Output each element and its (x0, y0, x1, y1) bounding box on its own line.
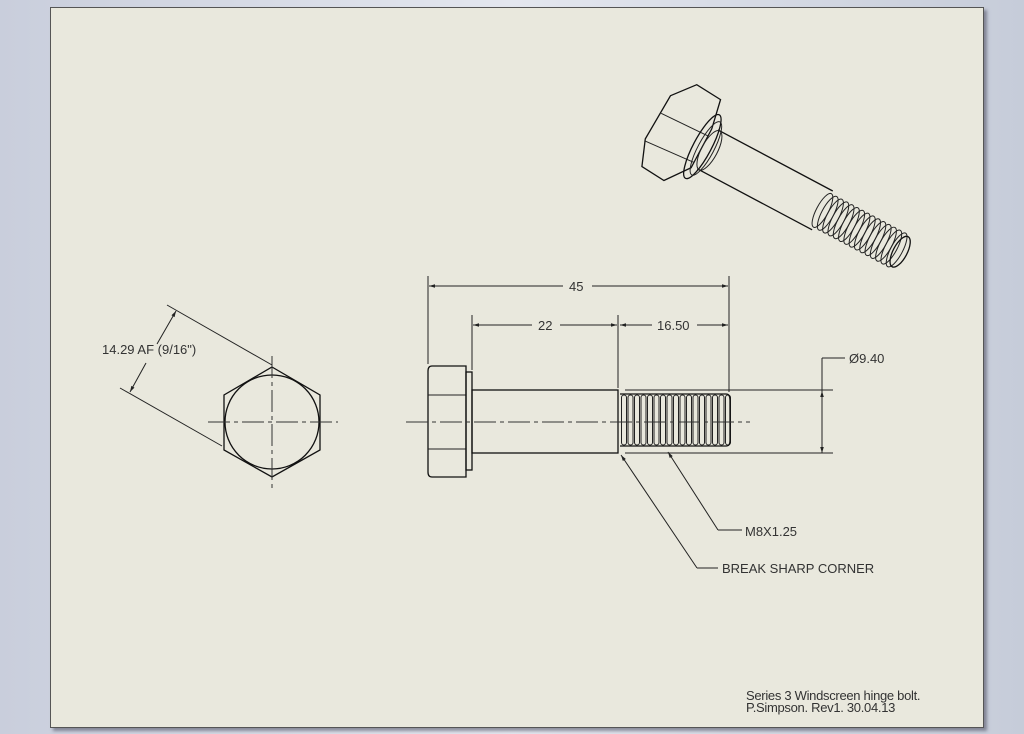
drawing-sheet (50, 7, 984, 728)
thread-crest (621, 394, 627, 446)
thread-crest (627, 394, 634, 446)
dimension-45: 45 (569, 279, 583, 294)
iso-thread-ring (885, 232, 908, 268)
thread-crest (686, 394, 692, 446)
dimensions (427, 276, 845, 569)
thread-crest (699, 394, 705, 446)
title-line-1: Series 3 Windscreen hinge bolt. (746, 688, 921, 703)
corner-note: BREAK SHARP CORNER (722, 561, 874, 576)
title-line-2: P.Simpson. Rev1. 30.04.13 (746, 700, 896, 715)
title-block: Series 3 Windscreen hinge bolt. P.Simpso… (746, 688, 921, 715)
thread-crest (666, 394, 673, 446)
thread-crest (647, 394, 653, 446)
thread-crest (679, 394, 686, 446)
thread-lines (621, 394, 731, 446)
thread-crest (653, 394, 660, 446)
thread-crest (660, 394, 666, 446)
thread-crest (712, 394, 718, 446)
dimension-16-50: 16.50 (657, 318, 690, 333)
thread-crest (640, 394, 647, 446)
thread-crest (718, 394, 725, 446)
thread-callout: M8X1.25 (745, 524, 797, 539)
thread-crest (634, 394, 640, 446)
thread-crest (692, 394, 699, 446)
hex-af-dimension: 14.29 AF (9/16") (102, 342, 196, 357)
iso-thread-ring (880, 229, 903, 265)
bolt-side-view (406, 365, 750, 478)
hex-end-view (119, 304, 338, 488)
thread-crest (673, 394, 679, 446)
diameter-dimension: Ø9.40 (849, 351, 884, 366)
bolt-isometric-view (641, 83, 911, 268)
thread-crest (705, 394, 712, 446)
dimension-22: 22 (538, 318, 552, 333)
